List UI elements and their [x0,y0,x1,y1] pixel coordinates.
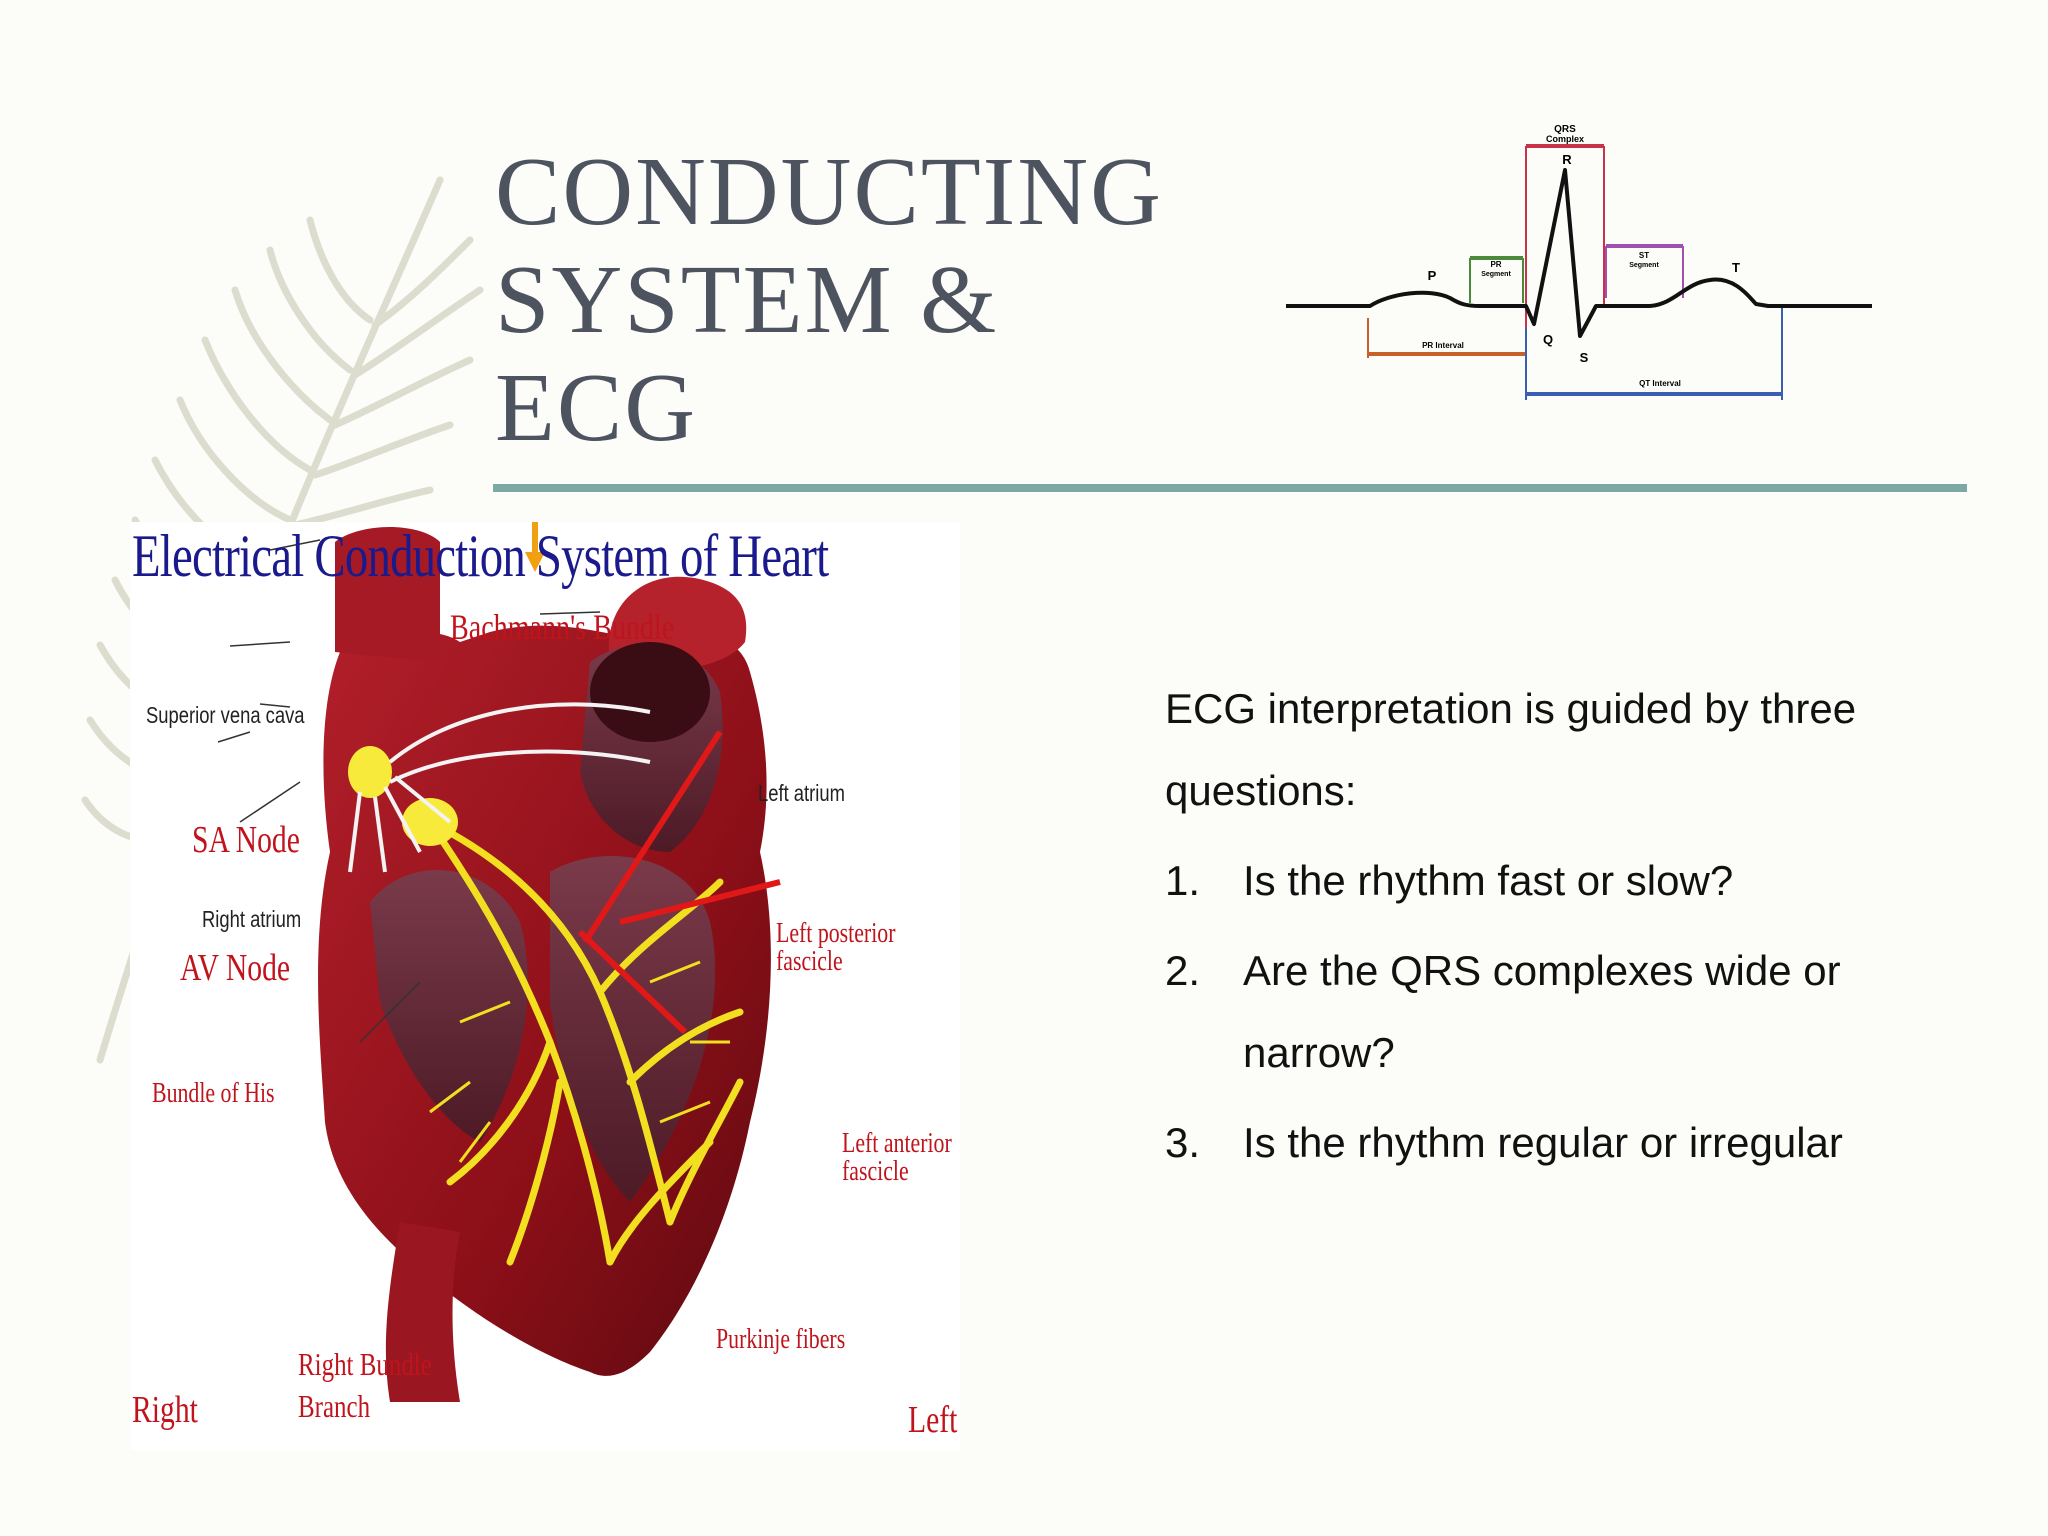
label-superior-vena-cava: Superior vena cava [146,702,305,729]
list-item-text: Are the QRS complexes wide or narrow? [1243,947,1841,1076]
label-right-bundle-2: Branch [298,1388,370,1425]
st-segment-label-1: ST [1639,251,1649,260]
list-item-number: 3. [1165,1102,1200,1184]
ecg-trace [1286,170,1872,336]
label-left-atrium: Left atrium [758,780,845,807]
body-content: ECG interpretation is guided by three qu… [1165,668,1995,1192]
label-right-side: Right [132,1388,198,1432]
pr-interval-label: PR Interval [1422,341,1464,350]
list-item-text: Is the rhythm fast or slow? [1243,857,1733,904]
list-item: 2. Are the QRS complexes wide or narrow? [1165,930,1995,1094]
heart-figure-title: Electrical Conduction System of Heart [132,522,828,591]
heart-conduction-figure: Electrical Conduction System of Heart Ba… [130,522,960,1450]
label-purkinje-fibers: Purkinje fibers [716,1324,845,1356]
pr-interval-bracket [1368,318,1526,358]
t-wave-label: T [1732,260,1740,275]
qt-interval-label: QT Interval [1639,379,1681,388]
list-item-number: 1. [1165,840,1200,922]
label-left-anterior-2: fascicle [842,1156,909,1188]
question-list: 1. Is the rhythm fast or slow? 2. Are th… [1165,840,1995,1184]
list-item-text: Is the rhythm regular or irregular [1243,1119,1843,1166]
list-item-number: 2. [1165,930,1200,1012]
pr-segment-label-2: Segment [1481,271,1511,278]
label-left-side: Left [908,1398,957,1442]
label-sa-node: SA Node [192,818,300,862]
pr-segment-label-1: PR [1490,260,1501,269]
label-bachmanns-bundle: Bachmann's Bundle [450,606,674,648]
ecg-waveform-diagram: Q R S Complex PR Segment ST Segment PR Int… [1280,118,1876,408]
r-wave-label: R [1562,152,1572,167]
label-bundle-of-his: Bundle of His [152,1078,275,1110]
label-av-node: AV Node [180,946,290,990]
list-item: 3. Is the rhythm regular or irregular [1165,1102,1995,1184]
slide-title: CONDUCTING SYSTEM & ECG [495,138,1255,462]
title-divider [493,484,1967,492]
label-left-posterior-2: fascicle [776,946,843,978]
qrs-label-2: Complex [1546,134,1584,144]
label-right-atrium: Right atrium [202,906,301,933]
label-right-bundle-1: Right Bundle [298,1346,432,1383]
st-segment-label-2: Segment [1629,262,1659,269]
list-item: 1. Is the rhythm fast or slow? [1165,840,1995,922]
s-wave-label: S [1580,350,1589,365]
intro-text: ECG interpretation is guided by three qu… [1165,668,1995,832]
q-wave-label: Q [1543,332,1553,347]
p-wave-label: P [1428,268,1437,283]
